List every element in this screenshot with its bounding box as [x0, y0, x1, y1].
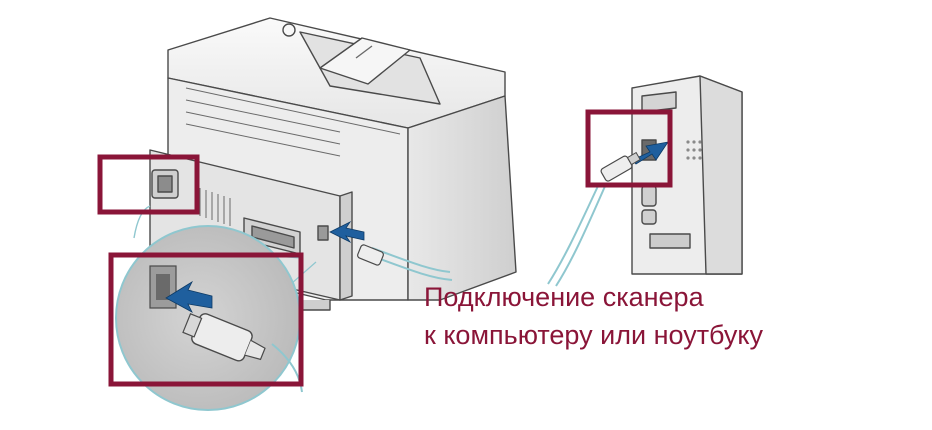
usb-b-plug-icon — [357, 244, 384, 266]
printer-usb-port — [317, 225, 329, 241]
diagram-caption: Подключение сканера к компьютеру или ноу… — [424, 278, 904, 354]
pc-usb-cable — [547, 183, 607, 287]
zoom-usb-plug — [182, 313, 266, 362]
pc-usb-plug — [600, 151, 641, 182]
printer-port-arrow-icon — [329, 220, 365, 244]
power-socket-highlight-frame — [97, 154, 200, 215]
computer-tower — [631, 75, 743, 275]
port-zoom-callout — [115, 225, 303, 411]
caption-line-1: Подключение сканера — [424, 282, 704, 312]
printer-side — [407, 95, 517, 301]
power-button-icon — [282, 23, 296, 37]
usb-arrow-icon — [165, 280, 213, 313]
caption-line-2: к компьютеру или ноутбуку — [424, 320, 764, 350]
zoom-highlight-frame — [108, 252, 304, 387]
pc-port-highlight-frame — [585, 109, 673, 188]
pc-port-arrow-icon — [631, 141, 669, 165]
